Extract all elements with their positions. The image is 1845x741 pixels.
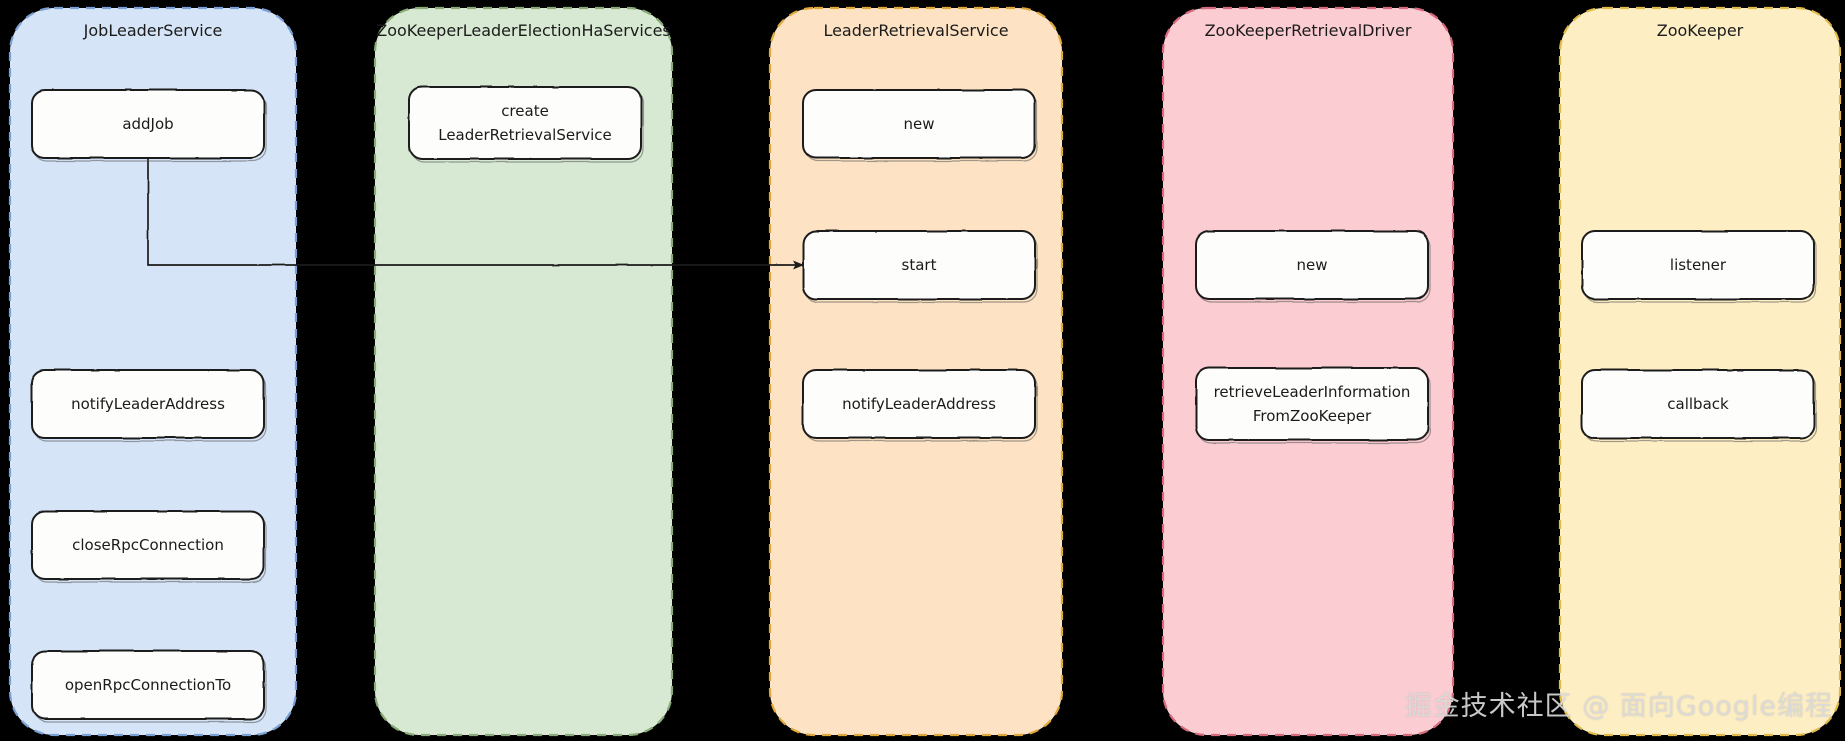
node-label: addJob [122, 115, 173, 133]
nodes-layer: addJob notifyLeaderAddress closeRpcConnect… [31, 86, 1817, 723]
edges-layer [143, 119, 1703, 652]
node-box[interactable] [1581, 230, 1815, 300]
node-box[interactable] [408, 86, 642, 160]
lane-title: ZooKeeper [1657, 21, 1744, 40]
node-box[interactable] [1581, 369, 1815, 439]
node-label: new [1296, 256, 1327, 274]
watermark: 掘金技术社区 @ 面向Google编程 [1404, 691, 1833, 722]
edge-edge-add-job-elbow-to-start [147, 158, 804, 270]
node-new-lrs[interactable]: new [802, 89, 1038, 162]
node-label: notifyLeaderAddress [842, 395, 996, 413]
node-box[interactable] [802, 369, 1036, 439]
node-box[interactable] [31, 369, 265, 439]
node-box[interactable] [802, 89, 1036, 159]
node-start[interactable]: start [802, 230, 1038, 303]
node-box[interactable] [31, 89, 265, 159]
node-box[interactable] [31, 510, 265, 580]
node-box[interactable] [31, 650, 265, 720]
node-open-rpc-connection-to[interactable]: openRpcConnectionTo [31, 650, 267, 723]
node-box[interactable] [1195, 367, 1429, 441]
node-label: new [903, 115, 934, 133]
lane-background [373, 6, 674, 737]
node-callback[interactable]: callback [1581, 369, 1817, 442]
node-notify-leader-address-1[interactable]: notifyLeaderAddress [31, 369, 267, 442]
node-label: notifyLeaderAddress [71, 395, 225, 413]
lane-title: ZooKeeperRetrievalDriver [1205, 21, 1412, 40]
node-label: closeRpcConnection [72, 536, 224, 554]
lane-title: ZooKeeperLeaderElectionHaServices [376, 21, 671, 40]
node-listener[interactable]: listener [1581, 230, 1817, 303]
lane-zookeeper-leader-election-ha-services: ZooKeeperLeaderElectionHaServices [373, 6, 674, 737]
lane-title: LeaderRetrievalService [823, 21, 1008, 40]
node-box[interactable] [802, 230, 1036, 300]
lane-title: JobLeaderService [83, 21, 223, 40]
node-label: openRpcConnectionTo [65, 676, 231, 694]
node-close-rpc-connection[interactable]: closeRpcConnection [31, 510, 267, 583]
node-label: listener [1670, 256, 1727, 274]
node-new-zrd[interactable]: new [1195, 230, 1431, 303]
node-label: start [902, 256, 937, 274]
node-add-job[interactable]: addJob [31, 89, 267, 162]
node-label: callback [1667, 395, 1729, 413]
node-notify-leader-address-2[interactable]: notifyLeaderAddress [802, 369, 1038, 442]
node-box[interactable] [1195, 230, 1429, 300]
